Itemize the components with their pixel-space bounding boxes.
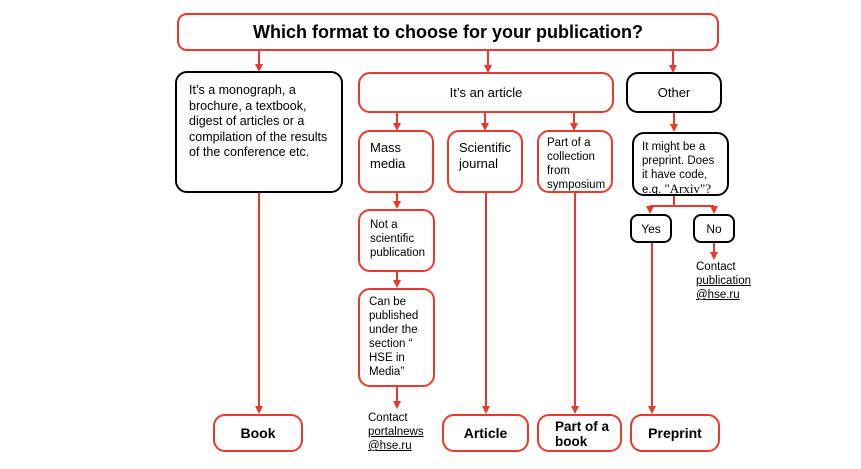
can-be-published-box: Can be published under the section “ HSE… (358, 288, 435, 387)
article-box: It’s an article (358, 72, 614, 113)
yes-box: Yes (630, 214, 672, 243)
collection-label: Part of a collection from symposium (547, 137, 606, 191)
preprint-question-text: It might be a preprint. Does it have cod… (642, 141, 715, 196)
article-label: It’s an article (449, 85, 523, 100)
no-box: No (693, 214, 735, 243)
yes-label: Yes (641, 221, 661, 236)
mass-media-box: Mass media (358, 130, 434, 193)
other-label: Other (657, 85, 691, 100)
portalnews-email-line2[interactable]: @hse.ru (368, 440, 412, 452)
publication-email-line1[interactable]: publication (696, 275, 751, 287)
flowchart-title: Which format to choose for your publicat… (177, 13, 719, 51)
contact-portalnews-label: Contact (368, 412, 408, 424)
monograph-text: It’s a monograph, a brochure, a textbook… (189, 83, 328, 159)
outcome-book: Book (213, 414, 303, 452)
mass-media-label: Mass media (370, 140, 406, 171)
scientific-journal-box: Scientific journal (447, 130, 523, 193)
contact-portalnews: Contact portalnews @hse.ru (368, 411, 424, 453)
monograph-box: It’s a monograph, a brochure, a textbook… (175, 71, 343, 193)
not-scientific-box: Not a scientific publication (358, 209, 435, 272)
not-scientific-label: Not a scientific publication (370, 219, 425, 259)
outcome-preprint: Preprint (630, 414, 720, 452)
outcome-part-of-book: Part of a book (537, 414, 622, 452)
can-be-published-label: Can be published under the section “ HSE… (369, 296, 419, 378)
outcome-article: Article (442, 414, 529, 452)
other-box: Other (626, 72, 722, 113)
contact-publication-label: Contact (696, 261, 736, 273)
preprint-question-box: It might be a preprint. Does it have cod… (632, 132, 729, 196)
publication-email-line2[interactable]: @hse.ru (696, 289, 740, 301)
no-label: No (706, 221, 722, 236)
collection-box: Part of a collection from symposium (537, 130, 613, 193)
contact-publication: Contact publication @hse.ru (696, 260, 751, 302)
preprint-question-code: "Arxiv"? (664, 181, 712, 196)
scientific-journal-label: Scientific journal (459, 140, 512, 171)
portalnews-email-line1[interactable]: portalnews (368, 426, 424, 438)
